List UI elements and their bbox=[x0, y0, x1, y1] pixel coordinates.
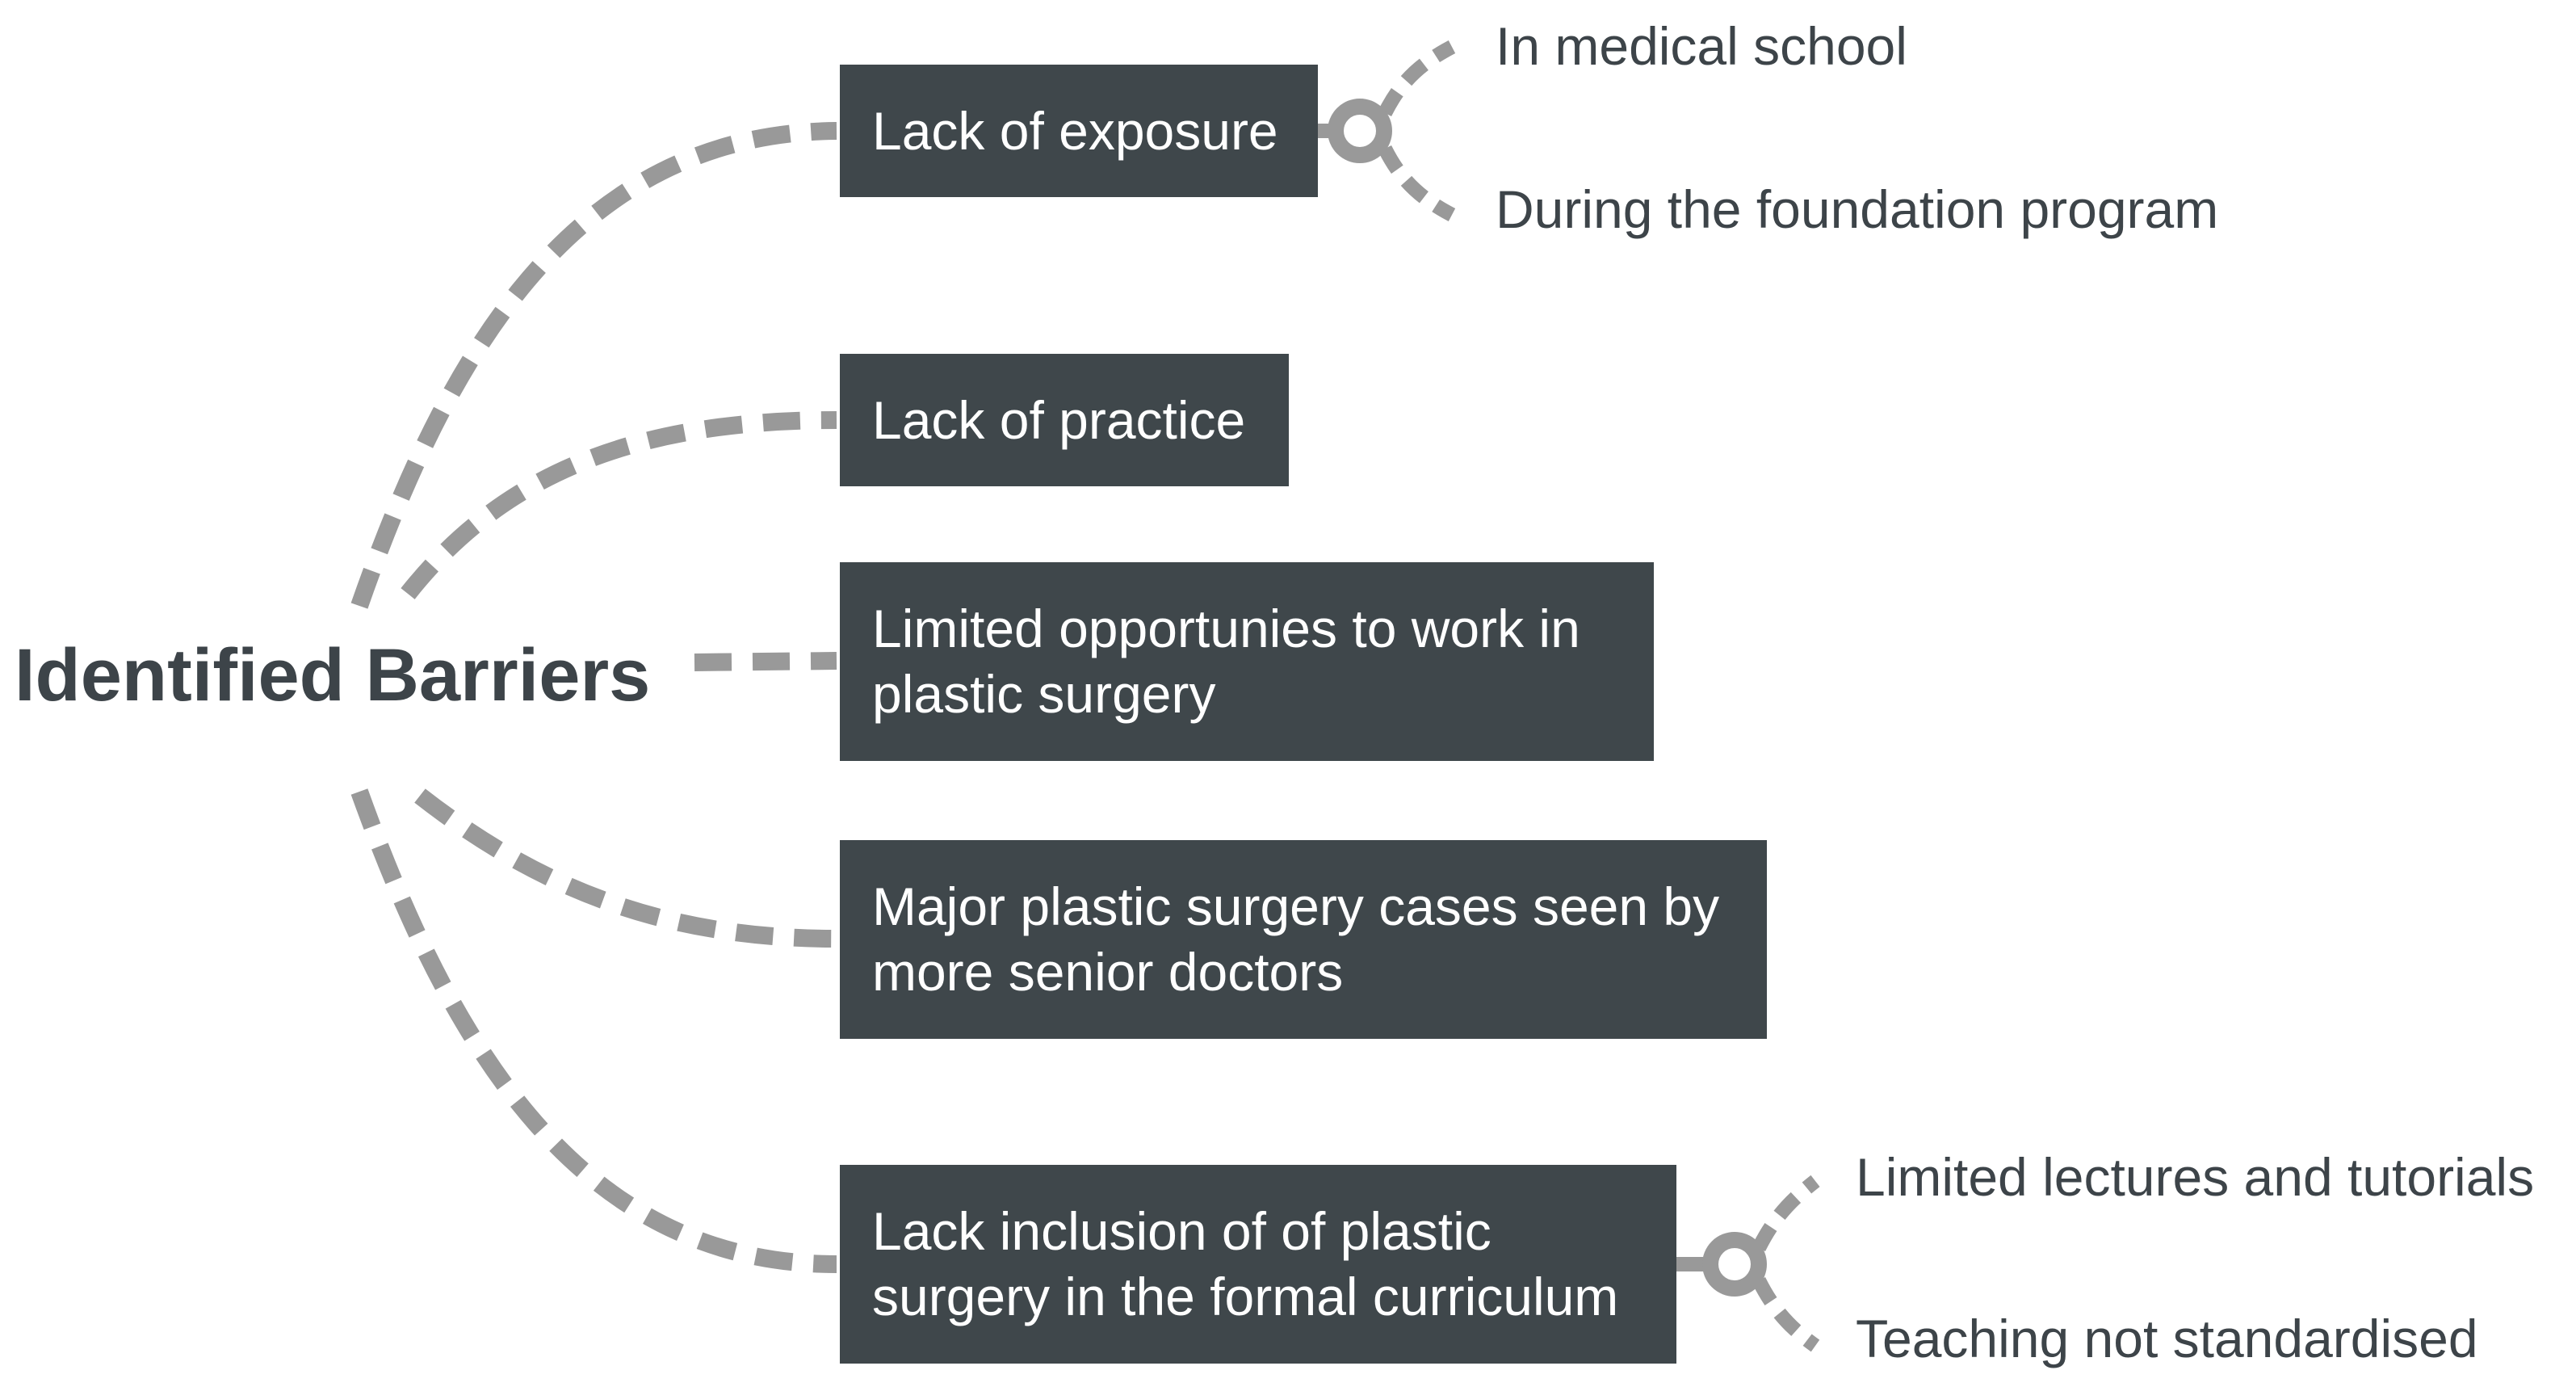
barrier-major-cases-senior-doctors: Major plastic surgery cases seen by more… bbox=[840, 840, 1767, 1039]
barrier-lack-of-practice: Lack of practice bbox=[840, 354, 1289, 486]
connector-inclusion-to-teaching bbox=[1752, 1276, 1820, 1352]
connector-root-to-lack-inclusion bbox=[350, 788, 837, 1273]
connector-root-to-lack-of-exposure bbox=[350, 122, 837, 609]
branch-node-inclusion bbox=[1702, 1232, 1767, 1297]
sub-item-medical-school: In medical school bbox=[1496, 16, 1907, 76]
connector-root-to-lack-of-practice bbox=[401, 411, 837, 599]
connector-exposure-to-medical-school bbox=[1378, 40, 1456, 117]
sub-item-foundation-program: During the foundation program bbox=[1496, 179, 2219, 239]
branch-node-exposure bbox=[1328, 99, 1392, 163]
sub-item-teaching-not-standardised: Teaching not standardised bbox=[1856, 1309, 2478, 1368]
connector-inclusion-to-lectures bbox=[1752, 1175, 1820, 1252]
connector-root-to-major-cases bbox=[414, 788, 837, 948]
sub-item-limited-lectures: Limited lectures and tutorials bbox=[1856, 1147, 2535, 1207]
barrier-lack-of-exposure: Lack of exposure bbox=[840, 65, 1318, 197]
barrier-limited-opportunities: Limited opportunies to work in plastic s… bbox=[840, 562, 1654, 761]
barrier-lack-curriculum-inclusion: Lack inclusion of of plastic surgery in … bbox=[840, 1165, 1676, 1364]
root-label: Identified Barriers bbox=[15, 634, 651, 717]
connector-root-to-limited-opportunities bbox=[694, 652, 837, 671]
connector-exposure-to-foundation-program bbox=[1378, 145, 1456, 221]
